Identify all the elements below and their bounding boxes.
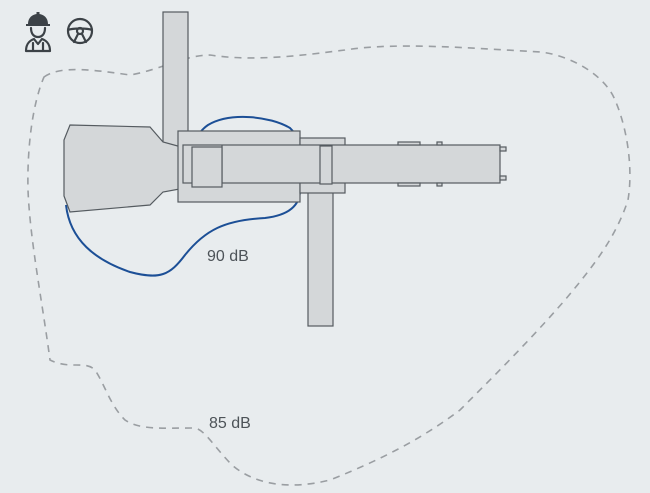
upper-stabilizer-arm	[162, 11, 189, 151]
boom-clamp-left	[191, 146, 223, 188]
outer-noise-contour-85db	[27, 45, 631, 486]
inner-noise-contour-90db	[65, 115, 301, 277]
main-boom	[182, 144, 501, 184]
boom-fitting-2	[397, 182, 421, 187]
boom-fitting-1	[397, 141, 421, 146]
inner-zone-label: 90 dB	[207, 248, 249, 265]
boom-fitting-4	[436, 182, 443, 187]
cab-housing	[63, 124, 186, 213]
worker-hardhat-icon	[24, 12, 52, 53]
boom-clamp-right	[319, 145, 333, 185]
steering-wheel-icon	[66, 17, 94, 45]
lower-stabilizer-arm	[307, 187, 334, 327]
boom-tip-lower	[499, 175, 507, 181]
boom-tip-upper	[499, 146, 507, 152]
outer-zone-label: 85 dB	[209, 415, 251, 432]
boom-fitting-3	[436, 141, 443, 146]
